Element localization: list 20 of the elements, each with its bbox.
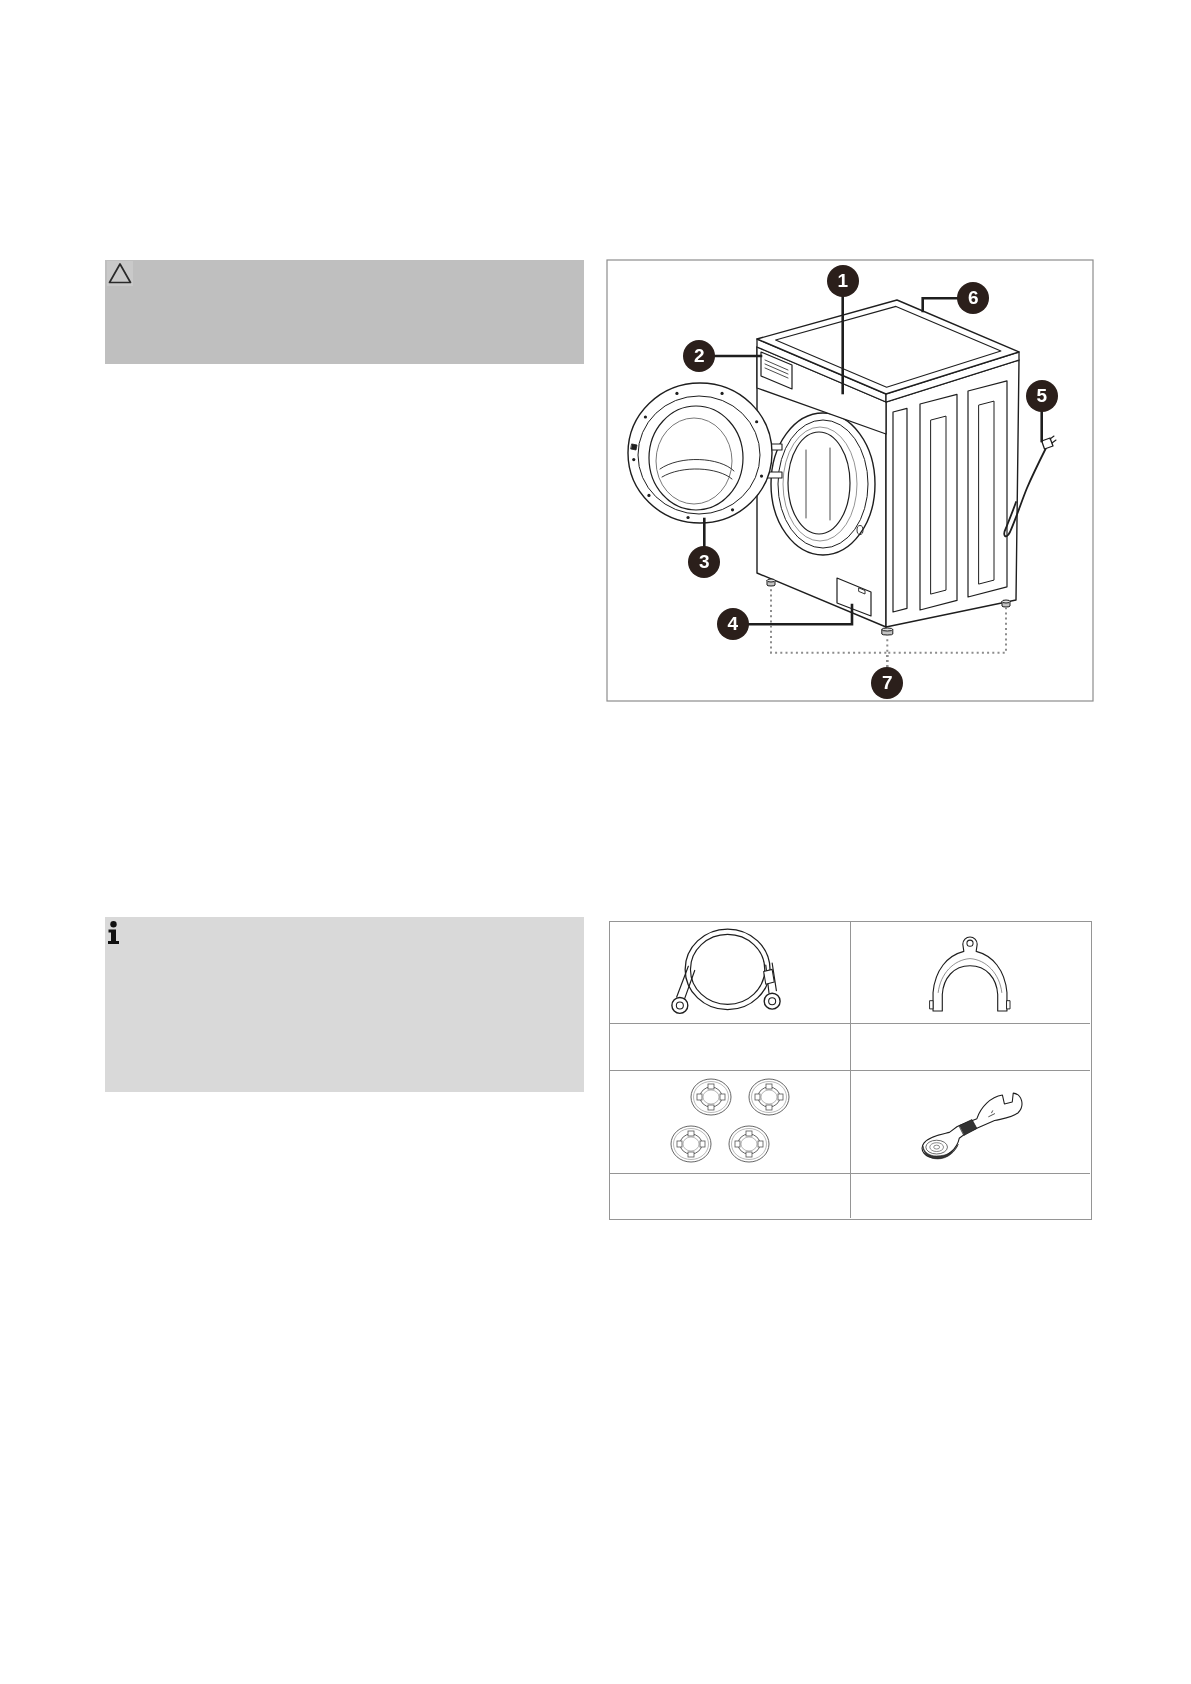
adjustable-foot	[881, 627, 894, 636]
callout-number: 7	[871, 667, 904, 700]
leader-line	[841, 295, 844, 395]
door	[627, 382, 783, 524]
adjustable-foot	[766, 578, 776, 587]
callout-number: 3	[688, 545, 721, 578]
power-cord	[1003, 435, 1057, 538]
leader-line	[714, 354, 763, 358]
filter-cover	[836, 577, 872, 617]
leader-line	[747, 603, 854, 626]
detergent-drawer	[760, 351, 793, 390]
callout-number: 2	[683, 340, 716, 372]
leader-line	[1040, 410, 1043, 443]
leader-line	[703, 517, 706, 547]
callout-number: 6	[957, 282, 990, 315]
callout-number: 4	[716, 608, 749, 641]
callout-number: 1	[826, 265, 859, 297]
leader-line	[921, 297, 959, 313]
callout-number: 5	[1025, 380, 1058, 412]
adjustable-foot	[1001, 599, 1011, 608]
